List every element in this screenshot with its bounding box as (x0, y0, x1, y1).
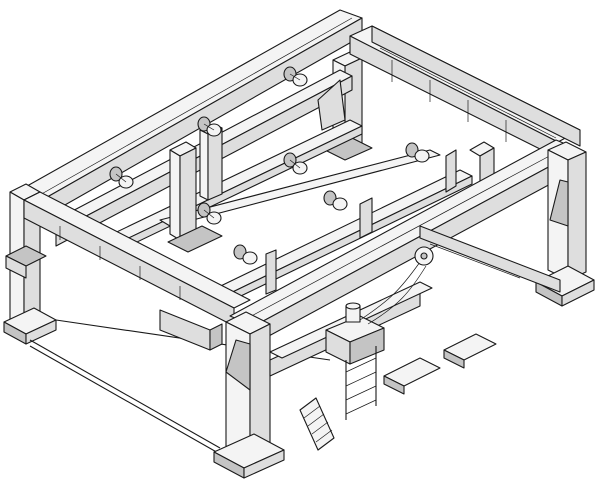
lifting-roller-group-right (233, 142, 457, 295)
lifting-roller (197, 116, 222, 137)
pulley (414, 246, 434, 266)
lifting-roller (283, 152, 308, 175)
foot-plate (3, 307, 57, 345)
roller-bracket (265, 149, 457, 295)
ladder (345, 346, 377, 420)
foot-plate (443, 333, 497, 369)
right-top-beam (349, 25, 581, 159)
back-brace (317, 79, 346, 131)
inner-rail-3 (159, 149, 441, 227)
front-left-column (225, 311, 271, 459)
lifting-roller (323, 190, 348, 211)
front-right-column (547, 141, 587, 281)
lifting-roller (283, 66, 308, 87)
lifting-roller (233, 244, 258, 265)
cable (359, 261, 427, 325)
foot-plate (383, 357, 441, 395)
base-rod-left (29, 339, 221, 455)
lifting-roller (405, 142, 430, 163)
hydraulic-unit (325, 302, 385, 365)
gearbox (159, 309, 223, 351)
lifting-roller (197, 202, 222, 225)
ladder (299, 397, 335, 451)
lifting-roller-group-back (109, 66, 308, 225)
lifting-roller (109, 166, 134, 189)
right-lower-beam (419, 225, 561, 293)
center-column (167, 123, 223, 253)
foot-plate (213, 433, 285, 479)
